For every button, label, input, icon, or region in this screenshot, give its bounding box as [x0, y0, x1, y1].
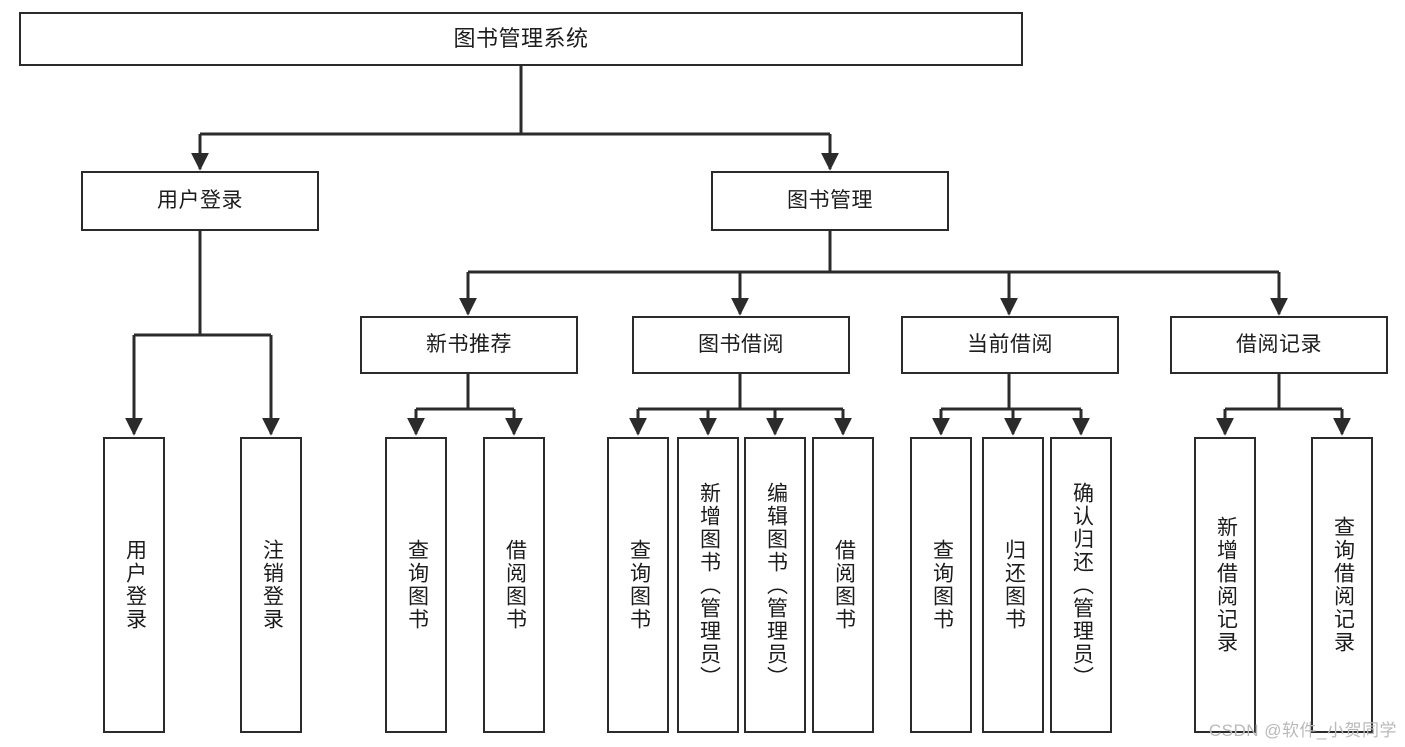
node-leaf-borrow-book-1-label: 借阅图书	[503, 539, 527, 631]
node-leaf-add-book[interactable]: 新增图书（管理员）	[677, 437, 739, 733]
node-root[interactable]: 图书管理系统	[19, 12, 1023, 66]
node-leaf-query-book-3-label: 查询图书	[930, 539, 954, 631]
node-leaf-user-login-label: 用户登录	[123, 539, 147, 631]
node-current-borrow[interactable]: 当前借阅	[901, 316, 1119, 374]
node-leaf-confirm-return[interactable]: 确认归还（管理员）	[1050, 437, 1112, 733]
node-root-label: 图书管理系统	[453, 26, 589, 52]
node-leaf-return-book[interactable]: 归还图书	[982, 437, 1044, 733]
node-leaf-query-record-label: 查询借阅记录	[1331, 516, 1355, 654]
node-leaf-query-book-2-label: 查询图书	[627, 539, 651, 631]
node-book-manage-label: 图书管理	[787, 188, 873, 212]
node-book-borrow-label: 图书借阅	[698, 332, 784, 356]
node-leaf-query-record[interactable]: 查询借阅记录	[1311, 437, 1373, 733]
node-user-login[interactable]: 用户登录	[81, 171, 319, 231]
node-leaf-borrow-book-2[interactable]: 借阅图书	[812, 437, 874, 733]
node-leaf-edit-book-label: 编辑图书（管理员）	[764, 481, 788, 689]
node-leaf-user-login[interactable]: 用户登录	[103, 437, 165, 733]
node-leaf-borrow-book-1[interactable]: 借阅图书	[483, 437, 545, 733]
node-leaf-return-book-label: 归还图书	[1002, 539, 1026, 631]
node-leaf-query-book-1-label: 查询图书	[405, 539, 429, 631]
node-leaf-query-book-3[interactable]: 查询图书	[910, 437, 972, 733]
node-current-borrow-label: 当前借阅	[967, 332, 1053, 356]
node-leaf-add-record-label: 新增借阅记录	[1214, 516, 1238, 654]
node-leaf-borrow-book-2-label: 借阅图书	[832, 539, 856, 631]
node-leaf-confirm-return-label: 确认归还（管理员）	[1070, 481, 1094, 689]
node-leaf-add-record[interactable]: 新增借阅记录	[1194, 437, 1256, 733]
node-new-book-rec-label: 新书推荐	[426, 332, 512, 356]
node-leaf-logout-label: 注销登录	[260, 539, 284, 631]
node-new-book-rec[interactable]: 新书推荐	[360, 316, 578, 374]
node-borrow-record-label: 借阅记录	[1236, 332, 1322, 356]
node-leaf-query-book-1[interactable]: 查询图书	[385, 437, 447, 733]
node-leaf-edit-book[interactable]: 编辑图书（管理员）	[744, 437, 806, 733]
node-leaf-query-book-2[interactable]: 查询图书	[607, 437, 669, 733]
node-leaf-add-book-label: 新增图书（管理员）	[697, 481, 721, 689]
node-leaf-logout[interactable]: 注销登录	[240, 437, 302, 733]
node-user-login-label: 用户登录	[157, 188, 243, 212]
node-book-borrow[interactable]: 图书借阅	[632, 316, 850, 374]
node-book-manage[interactable]: 图书管理	[711, 171, 949, 231]
node-borrow-record[interactable]: 借阅记录	[1170, 316, 1388, 374]
